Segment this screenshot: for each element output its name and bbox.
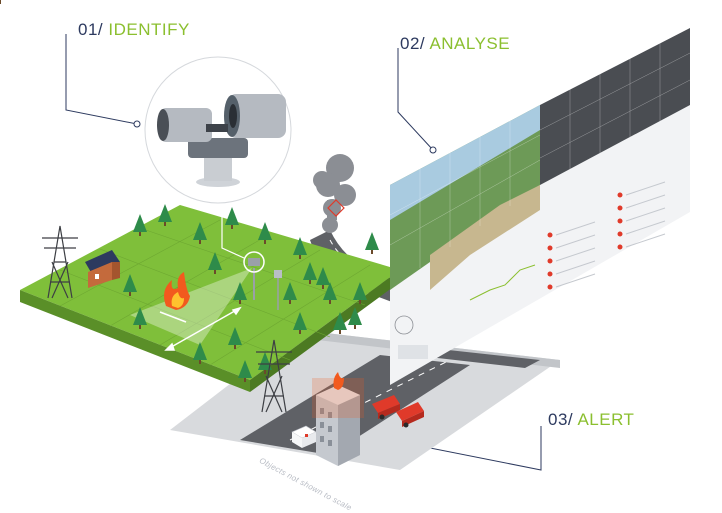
alert-list (547, 192, 623, 290)
fire-truck-icon (396, 402, 424, 428)
distance-arrows (159, 306, 242, 351)
house-icon (85, 250, 120, 288)
step-number: 02/ (400, 34, 426, 53)
smoke-icon (313, 154, 356, 233)
ambulance-icon (291, 425, 317, 448)
building-icon (312, 372, 364, 466)
step-alert-label: 03/ ALERT (548, 410, 634, 430)
step-number: 03/ (548, 410, 574, 429)
fire-truck-icon (372, 395, 400, 420)
camera-vision-cone (130, 268, 252, 345)
pylon-icon (256, 339, 292, 413)
antenna-pole (274, 270, 282, 310)
terrain (20, 205, 400, 392)
step-analyse-label: 02/ ANALYSE (400, 34, 510, 54)
dashboard-panel (389, 28, 691, 385)
fire-icon (164, 272, 190, 310)
camera-connector (221, 200, 245, 259)
pylon-icon (42, 225, 78, 299)
smoke-target-marker (327, 199, 345, 217)
camera-pole (243, 251, 265, 300)
step-identify-label: 01/ IDENTIFY (78, 20, 190, 40)
trees (0, 0, 1, 4)
step-title: IDENTIFY (108, 20, 190, 39)
step-number: 01/ (78, 20, 104, 39)
step-title: ALERT (577, 410, 635, 429)
step-title: ANALYSE (429, 34, 511, 53)
camera-icon (144, 56, 292, 204)
